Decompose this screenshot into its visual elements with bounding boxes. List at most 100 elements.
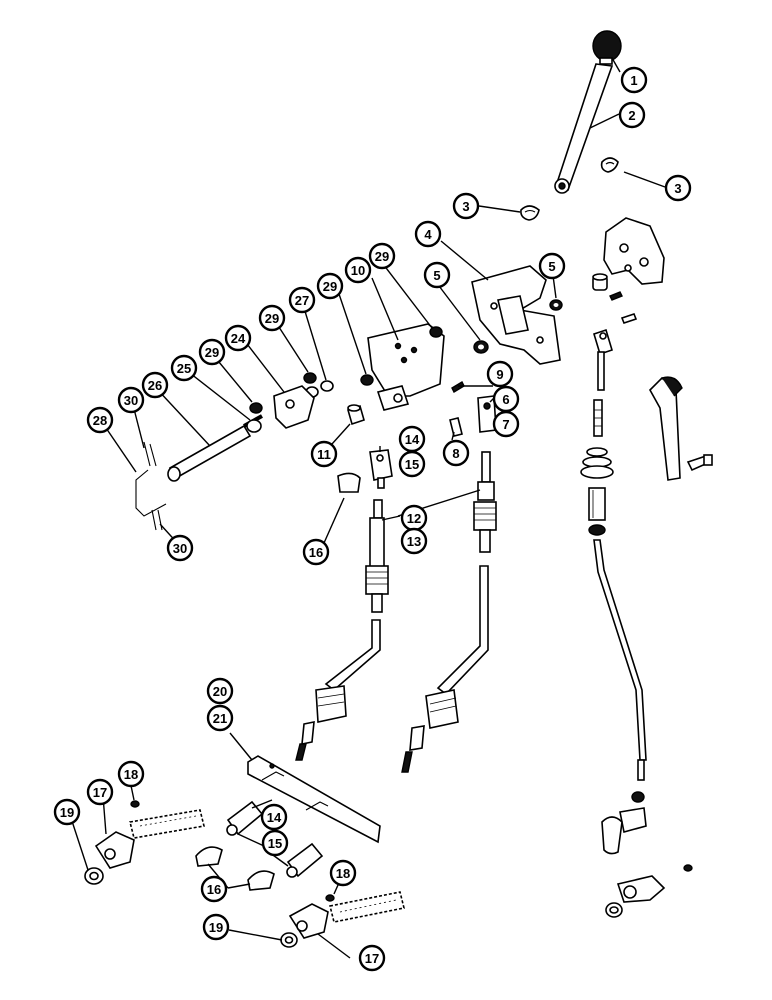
svg-text:14: 14 <box>405 432 420 447</box>
callout-28: 28 <box>86 406 114 434</box>
svg-text:19: 19 <box>60 805 74 820</box>
svg-text:15: 15 <box>405 457 419 472</box>
clevis-right <box>593 328 613 391</box>
callout-17-right: 17 <box>358 944 386 972</box>
spring-clip-lower <box>520 205 540 221</box>
callout-13: 13 <box>400 527 428 555</box>
svg-text:2: 2 <box>628 108 635 123</box>
callout-17-left: 17 <box>86 778 114 806</box>
nut-29-c <box>303 372 317 384</box>
nut-29-d <box>249 402 263 414</box>
callout-20: 20 <box>206 677 234 705</box>
pivot-block <box>273 385 315 429</box>
callout-29-a: 29 <box>368 242 396 270</box>
bushing-upper <box>592 273 608 291</box>
u-bracket <box>135 469 167 517</box>
callout-10: 10 <box>344 256 372 284</box>
svg-text:25: 25 <box>177 361 191 376</box>
svg-text:30: 30 <box>124 393 138 408</box>
shaft-lower-right <box>329 891 405 923</box>
svg-text:30: 30 <box>173 541 187 556</box>
snap-ring-19-left <box>84 867 104 885</box>
callout-29-e: 29 <box>0 0 14 3</box>
small-pin-a <box>609 291 638 324</box>
svg-text:26: 26 <box>148 378 162 393</box>
control-cable-left <box>295 499 389 761</box>
spring-clip-upper <box>600 157 619 173</box>
svg-text:3: 3 <box>462 199 469 214</box>
callout-9: 9 <box>486 360 514 388</box>
callout-18-right: 18 <box>329 859 357 887</box>
callout-30-upper: 30 <box>117 386 145 414</box>
callout-2: 2 <box>618 101 646 129</box>
svg-text:5: 5 <box>433 268 440 283</box>
bolt-right <box>686 454 713 472</box>
svg-text:12: 12 <box>407 511 421 526</box>
svg-text:21: 21 <box>213 711 227 726</box>
svg-text:10: 10 <box>351 263 365 278</box>
svg-text:14: 14 <box>267 810 282 825</box>
snap-ring-19-right <box>280 932 298 948</box>
clevis-center <box>369 449 393 489</box>
svg-text:6: 6 <box>502 392 509 407</box>
callout-11: 11 <box>310 440 338 468</box>
svg-text:19: 19 <box>209 920 223 935</box>
callout-29-d: 29 <box>198 338 226 366</box>
clevis-lower-right <box>286 842 324 878</box>
callout-16-lower: 16 <box>200 875 228 903</box>
nut-5-left <box>473 340 489 354</box>
svg-text:17: 17 <box>93 785 107 800</box>
nut-29-a <box>429 326 443 338</box>
callout-1: 1 <box>620 66 648 94</box>
nut-29-b <box>360 374 374 386</box>
svg-text:18: 18 <box>336 866 350 881</box>
clip-16-upper <box>337 472 361 493</box>
svg-text:15: 15 <box>268 836 282 851</box>
rod-end-linkage <box>601 791 647 855</box>
key-18-right <box>325 894 335 902</box>
svg-text:13: 13 <box>407 534 421 549</box>
cable-bracket-plate <box>247 755 381 844</box>
svg-text:16: 16 <box>309 545 323 560</box>
callout-21: 21 <box>206 704 234 732</box>
callout-24: 24 <box>224 324 252 352</box>
shaft-lower-left <box>129 809 205 839</box>
svg-text:28: 28 <box>93 413 107 428</box>
svg-text:29: 29 <box>205 345 219 360</box>
quadrant-bracket <box>603 217 665 285</box>
svg-text:29: 29 <box>265 311 279 326</box>
svg-text:27: 27 <box>295 293 309 308</box>
svg-text:7: 7 <box>502 417 509 432</box>
svg-text:9: 9 <box>496 367 503 382</box>
svg-text:20: 20 <box>213 684 227 699</box>
gate-plate <box>471 265 561 365</box>
coupling-nut <box>588 487 606 521</box>
svg-text:8: 8 <box>452 446 459 461</box>
lever-knob <box>592 30 622 65</box>
rubber-boot <box>580 447 614 479</box>
svg-text:29: 29 <box>375 249 389 264</box>
callout-15-upper: 15 <box>398 450 426 478</box>
cotter-pins-lower <box>151 509 163 531</box>
callout-14-lower: 14 <box>260 803 288 831</box>
callout-19-left: 19 <box>53 798 81 826</box>
callout-4: 4 <box>414 220 442 248</box>
sleeve-11 <box>347 404 365 426</box>
side-plate <box>367 323 445 411</box>
washer-25 <box>246 419 262 433</box>
callout-5-right: 5 <box>538 252 566 280</box>
callout-16-upper: 16 <box>302 538 330 566</box>
hex-nut-right <box>588 524 606 536</box>
callout-18-left: 18 <box>117 760 145 788</box>
long-shift-rod <box>593 539 647 781</box>
shift-lever <box>554 63 614 194</box>
callout-3-right: 3 <box>664 174 692 202</box>
control-cable-right <box>401 451 497 773</box>
callout-15-lower: 15 <box>261 829 289 857</box>
svg-text:5: 5 <box>548 259 555 274</box>
callout-29-b: 29 <box>316 272 344 300</box>
svg-text:17: 17 <box>365 951 379 966</box>
callout-14-upper: 14 <box>398 425 426 453</box>
callout-8: 8 <box>442 439 470 467</box>
